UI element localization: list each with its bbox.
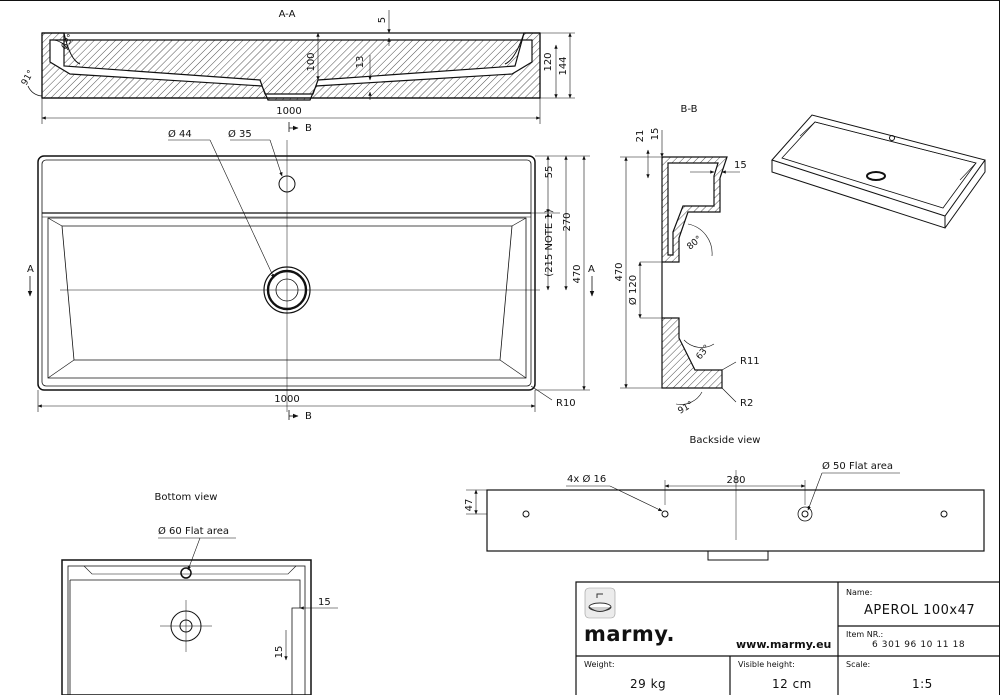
website-link[interactable]: www.marmy.eu [736,638,832,651]
bottom-dim-15-right: 15 [318,597,331,608]
section-bb-dim-15-right: 15 [734,160,747,171]
item-value: 6 301 96 10 11 18 [872,640,966,650]
top-view: Ø 44 Ø 35 1000 B 55 (215 NOTE 1) 270 470… [27,128,595,422]
title-block-frame [575,581,1000,695]
top-view-cut-a-left: A [27,264,34,275]
item-label: Item NR.: [846,630,884,639]
section-aa-dim-5: 5 [377,17,388,23]
section-aa-dim-144: 144 [558,56,569,75]
backside-dim-holes: 4x Ø 16 [567,473,606,485]
backside-dim-280: 280 [726,475,745,486]
weight-value: 29 kg [630,677,667,691]
section-bb-angle-91: 91° [677,400,696,417]
top-view-dim-470: 470 [572,264,583,283]
section-aa-view: A-A 63° 91° 1000 100 5 13 120 [20,9,575,134]
section-bb-dim-d120: Ø 120 [627,275,639,305]
name-label: Name: [846,588,873,597]
isometric-view [771,114,986,229]
section-bb-dim-21: 21 [635,130,646,143]
bottom-outline [61,559,312,695]
top-view-cut-b: B [305,411,312,422]
top-view-cut-a-right: A [588,264,595,275]
section-aa-dim-120: 120 [543,52,554,71]
backside-view: Backside view 280 4x Ø 16 Ø 50 Flat area… [464,435,985,561]
top-view-dim-r10: R10 [556,398,576,409]
scale-label: Scale: [846,660,871,669]
scale-value: 1:5 [912,677,933,691]
top-view-note: (215 NOTE 1) [544,209,555,276]
weight-label: Weight: [584,660,615,669]
brand-name: marmy. [584,622,676,646]
section-aa-dim-width: 1000 [276,106,301,117]
backside-dim-47: 47 [464,499,475,512]
bottom-title: Bottom view [155,492,218,503]
visible-height-value: 12 cm [772,677,812,691]
section-aa-cut-b: B [305,123,312,134]
section-aa-dim-13: 13 [355,56,366,69]
bottom-dim-15-bottom: 15 [274,646,285,659]
top-view-dim-d35: Ø 35 [228,128,252,140]
basin-logo-icon [584,587,616,619]
section-aa-profile [41,32,541,101]
top-view-dim-270: 270 [562,212,573,231]
top-view-outline [37,155,536,391]
visible-height-label: Visible height: [738,660,795,669]
section-bb-dim-r11: R11 [740,356,760,367]
top-view-dim-d44: Ø 44 [168,128,192,140]
section-bb-angle-80: 80° [686,234,705,252]
backside-title: Backside view [690,435,761,446]
section-aa-angle-91: 91° [20,69,37,88]
section-aa-title: A-A [279,9,296,20]
top-view-dim-55: 55 [544,166,555,179]
bottom-dim-flat: Ø 60 Flat area [158,525,229,537]
backside-outline [486,489,985,552]
section-bb-dim-15-top: 15 [650,128,661,141]
top-view-dim-width: 1000 [274,394,299,405]
bottom-view: Bottom view Ø 60 Flat area 15 15 [61,492,338,695]
section-bb-title: B-B [681,104,698,115]
backside-dim-flat: Ø 50 Flat area [822,460,893,472]
section-bb-dim-470: 470 [614,262,625,281]
section-bb-dim-r2: R2 [740,398,753,409]
name-value: APEROL 100x47 [864,603,976,618]
section-bb-view: B-B 470 15 21 15 Ø 120 80° 63° 91° R11 R… [614,104,760,417]
section-aa-dim-100: 100 [306,52,317,71]
section-bb-profile [661,156,728,389]
